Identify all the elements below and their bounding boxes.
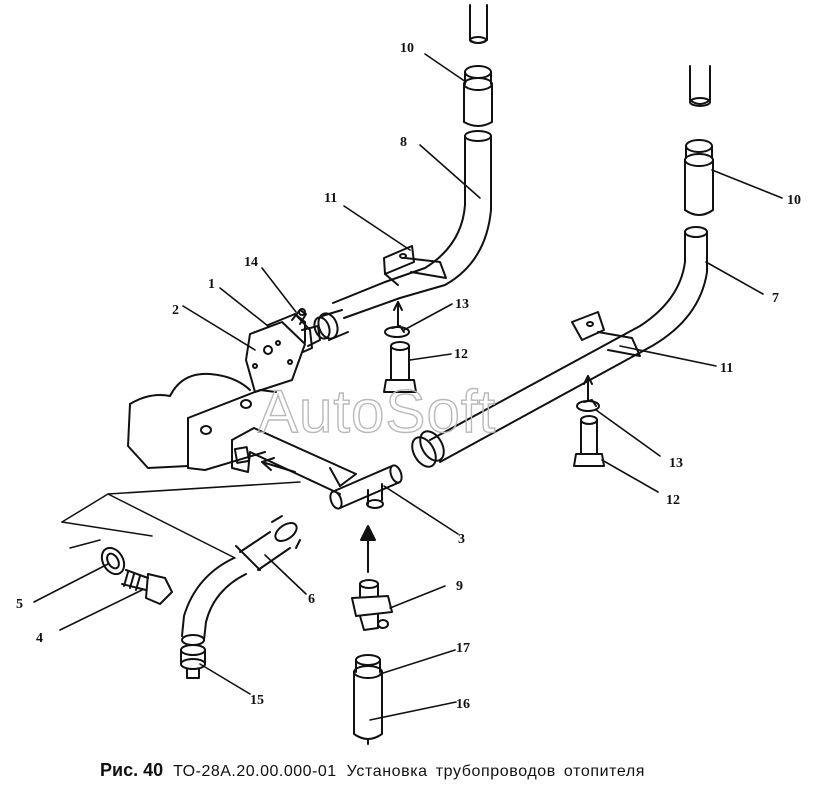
callout-11-right: 11 <box>720 361 733 376</box>
figure-number: Рис. 40 <box>100 760 164 780</box>
assembly-arrow-left <box>261 457 296 473</box>
pipe-7 <box>411 226 708 468</box>
washer-13-left <box>384 325 410 338</box>
callout-13-left: 13 <box>455 297 469 312</box>
callout-16: 16 <box>456 697 470 712</box>
assembly-arrow-bolt-left <box>393 301 403 327</box>
washer-5 <box>100 546 126 576</box>
callout-4: 4 <box>36 631 43 646</box>
bolt-12-left <box>383 341 417 393</box>
callout-6: 6 <box>308 592 315 607</box>
assembly-arrow-center <box>360 525 376 573</box>
frame-bracket <box>127 372 277 471</box>
figure-caption: Рис. 40 ТО-28А.20.00.000-01 Установка тр… <box>100 760 645 788</box>
callout-11-left: 11 <box>324 191 337 206</box>
watermark-text: AutoSoft <box>258 378 496 445</box>
bolt-4 <box>121 569 173 605</box>
hose-sleeve-10-left <box>463 65 493 127</box>
sleeve-17 <box>353 654 383 679</box>
callout-1: 1 <box>208 277 215 292</box>
callout-17: 17 <box>456 641 470 656</box>
bracket-11-right <box>571 311 641 357</box>
reference-plane-lines <box>61 481 301 559</box>
hose-sleeve-10-right <box>684 139 714 216</box>
callout-15: 15 <box>250 693 264 708</box>
callout-12-right: 12 <box>666 493 680 508</box>
callout-10-left: 10 <box>400 41 414 56</box>
assembly-arrow-bolt-right <box>583 375 593 401</box>
valve-screw-14 <box>291 308 307 325</box>
callout-labels: 10 8 11 14 1 2 13 12 10 7 11 13 12 3 9 6… <box>16 41 801 712</box>
assembly-code: ТО-28А.20.00.000-01 <box>173 763 337 780</box>
callout-8: 8 <box>400 135 407 150</box>
upper-pipe-stub-right <box>689 65 711 107</box>
callout-7: 7 <box>772 291 779 306</box>
callout-9: 9 <box>456 579 463 594</box>
tee-fitting-3 <box>329 464 403 510</box>
callout-12-left: 12 <box>454 347 468 362</box>
figure-title: Установка трубопроводов отопителя <box>346 763 646 780</box>
callout-14: 14 <box>244 255 258 270</box>
callout-leader-lines <box>33 53 783 721</box>
hose-6 <box>235 515 301 571</box>
valve-plate-2 <box>245 321 306 393</box>
callout-3: 3 <box>458 532 465 547</box>
valve-body-1 <box>267 313 321 353</box>
callout-2: 2 <box>172 303 179 318</box>
pipe-8-fitting-nut <box>313 309 349 341</box>
upper-pipe-stub-left <box>469 4 488 44</box>
bracket-11-left <box>383 245 447 286</box>
pipe-8 <box>332 130 492 319</box>
drain-valve-9 <box>351 579 393 631</box>
callout-5: 5 <box>16 597 23 612</box>
mounting-bracket <box>231 427 357 495</box>
elbow-pipe-15 <box>180 557 247 679</box>
hose-16 <box>353 671 383 745</box>
callout-13-right: 13 <box>669 456 683 471</box>
bolt-12-right <box>573 415 605 467</box>
callout-10-right: 10 <box>787 193 801 208</box>
